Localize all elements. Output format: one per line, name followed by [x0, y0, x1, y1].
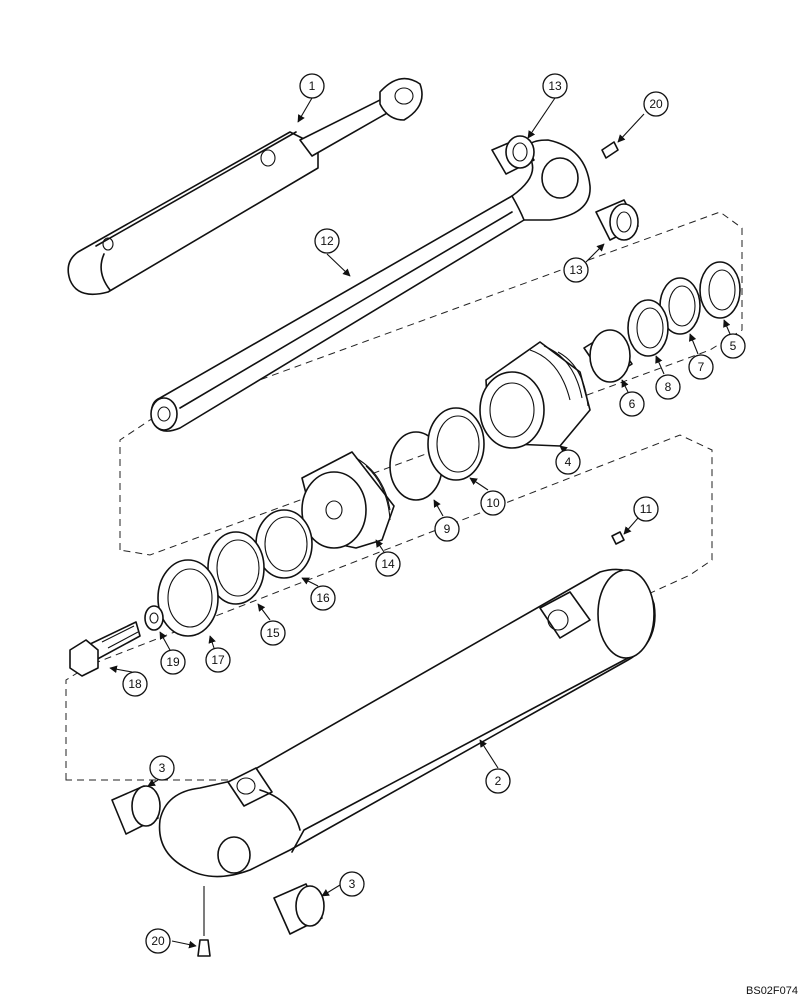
callout-8: 8	[655, 374, 681, 400]
svg-text:13: 13	[548, 79, 562, 93]
callout-3b: 3	[339, 871, 365, 897]
bushing-lower-part	[595, 199, 639, 241]
svg-text:14: 14	[381, 557, 395, 571]
callout-20a: 20	[643, 91, 669, 117]
bolt-part	[69, 621, 141, 677]
callout-5: 5	[720, 333, 746, 359]
callout-11: 11	[633, 496, 659, 522]
svg-text:15: 15	[266, 626, 280, 640]
callout-12: 12	[314, 228, 340, 254]
callout-13b: 13	[563, 257, 589, 283]
svg-text:10: 10	[486, 496, 500, 510]
callout-3a: 3	[149, 755, 175, 781]
svg-text:12: 12	[320, 234, 334, 248]
reference-code: BS02F074	[746, 985, 798, 997]
cylinder-barrel-part	[158, 568, 656, 878]
backup-ring-gland-part	[427, 407, 485, 481]
svg-text:2: 2	[495, 774, 502, 788]
svg-text:20: 20	[151, 934, 165, 948]
barrel-bushing-upper-part	[111, 785, 161, 835]
grease-fitting-lower-part	[197, 939, 211, 957]
cylinder-assembly-part	[67, 77, 423, 296]
callout-15: 15	[260, 620, 286, 646]
svg-text:17: 17	[211, 653, 225, 667]
callout-16: 16	[310, 585, 336, 611]
svg-text:19: 19	[166, 655, 180, 669]
callout-10: 10	[480, 490, 506, 516]
rod-bushing-part	[583, 329, 633, 383]
washer-part	[144, 605, 164, 631]
svg-text:11: 11	[640, 502, 653, 516]
callout-9: 9	[434, 516, 460, 542]
gland-part	[479, 341, 591, 449]
svg-text:13: 13	[569, 263, 583, 277]
svg-text:7: 7	[698, 360, 705, 374]
callout-4: 4	[555, 449, 581, 475]
piston-part	[301, 451, 395, 549]
callout-20b: 20	[145, 928, 171, 954]
wear-ring-part	[255, 509, 313, 579]
bushing-upper-part	[491, 135, 535, 175]
barrel-bushing-lower-part	[273, 883, 325, 935]
callout-19: 19	[160, 649, 186, 675]
svg-text:18: 18	[128, 677, 142, 691]
grease-fitting-upper-part	[601, 141, 619, 159]
svg-text:3: 3	[349, 877, 356, 891]
callout-6: 6	[619, 391, 645, 417]
callout-13a: 13	[542, 73, 568, 99]
svg-text:8: 8	[665, 380, 672, 394]
leader-lines	[109, 97, 731, 949]
piston-seal-part	[207, 531, 265, 605]
svg-text:9: 9	[444, 522, 451, 536]
svg-text:4: 4	[565, 455, 572, 469]
svg-text:6: 6	[629, 397, 636, 411]
callout-1: 1	[299, 73, 325, 99]
svg-text:1: 1	[309, 79, 316, 93]
callout-7: 7	[688, 354, 714, 380]
callout-2: 2	[485, 768, 511, 794]
callout-14: 14	[375, 551, 401, 577]
dashed-group-outline-upper	[119, 211, 743, 556]
wiper-seal-part	[699, 261, 741, 319]
callout-17: 17	[205, 647, 231, 673]
piston-ring-part	[157, 559, 219, 637]
svg-text:3: 3	[159, 761, 166, 775]
fitting-part	[611, 531, 625, 545]
callout-18: 18	[122, 671, 148, 697]
svg-text:5: 5	[730, 339, 737, 353]
svg-text:16: 16	[316, 591, 330, 605]
svg-text:20: 20	[649, 97, 663, 111]
backup-ring-part	[627, 299, 669, 357]
